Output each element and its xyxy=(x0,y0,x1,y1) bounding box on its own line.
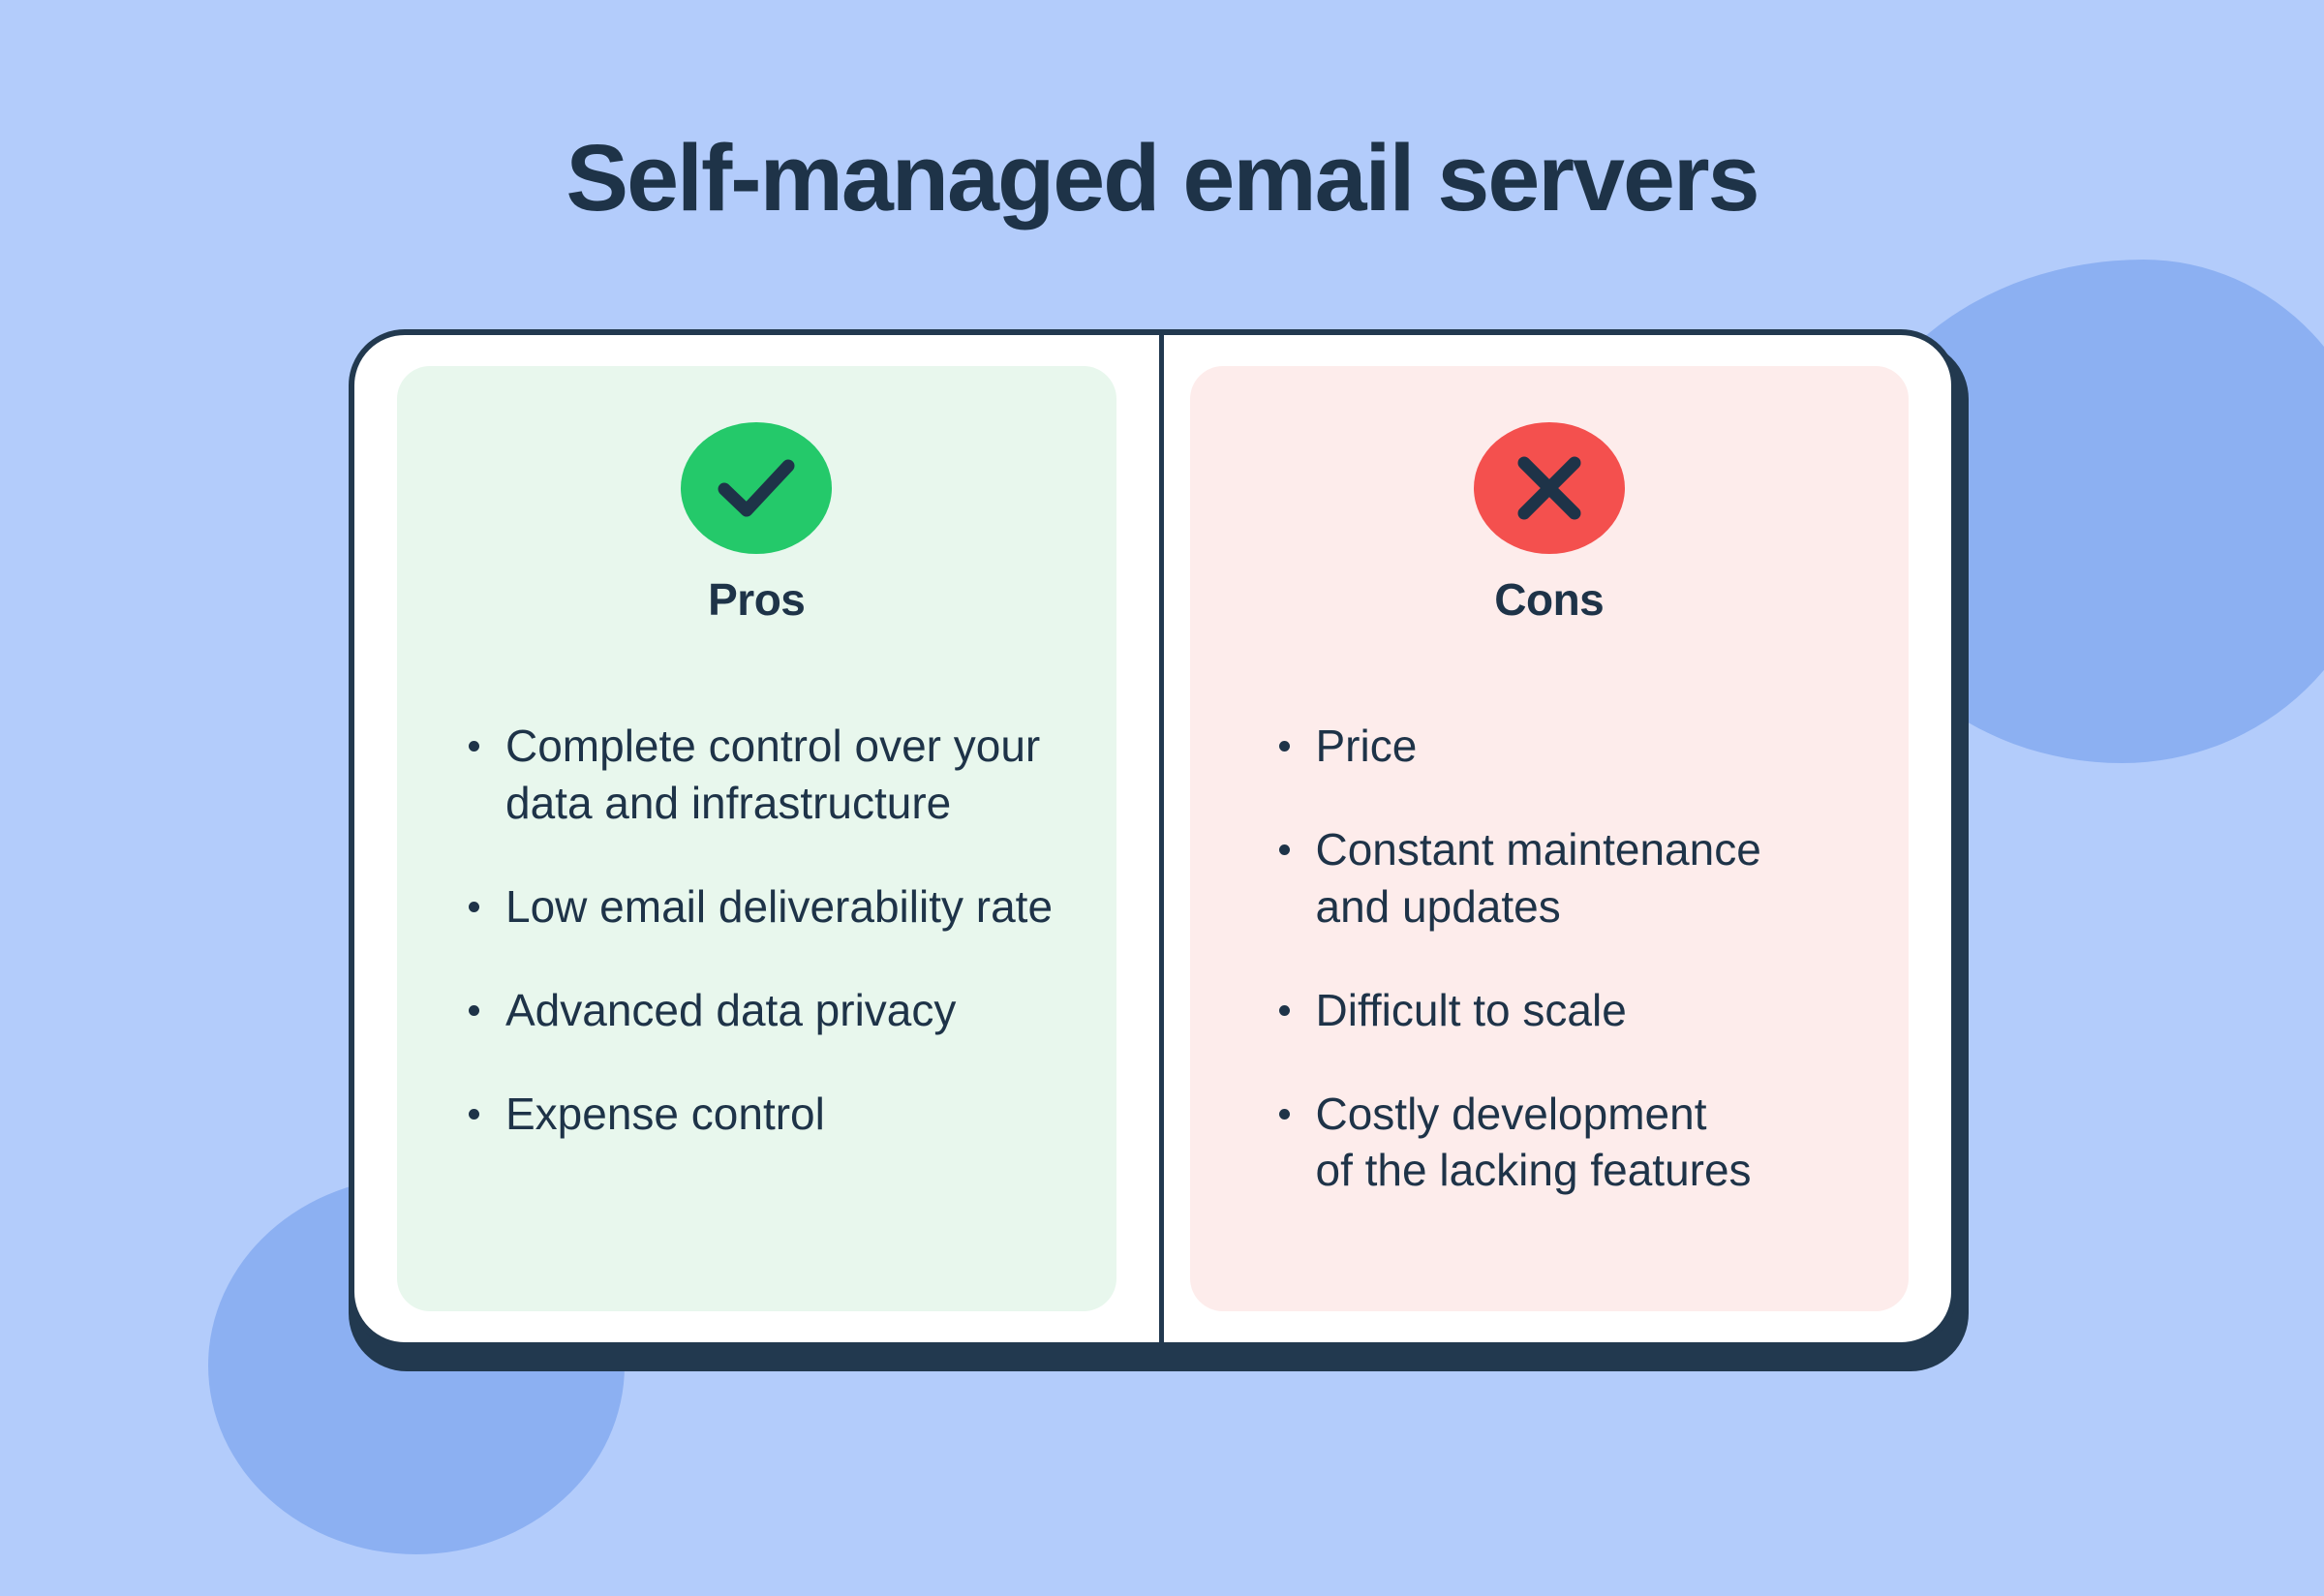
pros-column: Pros Complete control over your data and… xyxy=(354,335,1153,1342)
pros-header: Pros xyxy=(440,422,1074,626)
list-item: Constant maintenance and updates xyxy=(1275,821,1867,936)
check-icon xyxy=(681,422,833,554)
pros-bullet-list: Complete control over your data and infr… xyxy=(440,718,1074,1142)
pros-cons-card: Pros Complete control over your data and… xyxy=(349,329,1957,1348)
pros-label: Pros xyxy=(708,574,806,625)
cons-panel: Cons Price Constant maintenance and upda… xyxy=(1189,366,1909,1311)
cons-label: Cons xyxy=(1494,574,1605,625)
list-item: Difficult to scale xyxy=(1275,982,1867,1039)
list-item: Costly development of the lacking featur… xyxy=(1275,1086,1867,1200)
list-item: Advanced data privacy xyxy=(465,982,1074,1039)
list-item: Complete control over your data and infr… xyxy=(465,718,1074,832)
cons-bullet-list: Price Constant maintenance and updates D… xyxy=(1233,718,1867,1199)
close-icon xyxy=(1473,422,1625,554)
cons-column: Cons Price Constant maintenance and upda… xyxy=(1153,335,1952,1342)
pros-panel: Pros Complete control over your data and… xyxy=(397,366,1116,1311)
list-item: Expense control xyxy=(465,1086,1074,1143)
list-item: Low email deliverability rate xyxy=(465,878,1074,936)
cons-header: Cons xyxy=(1233,422,1867,626)
page-title: Self-managed email servers xyxy=(566,125,1759,230)
column-divider xyxy=(1159,329,1164,1348)
list-item: Price xyxy=(1275,718,1867,775)
